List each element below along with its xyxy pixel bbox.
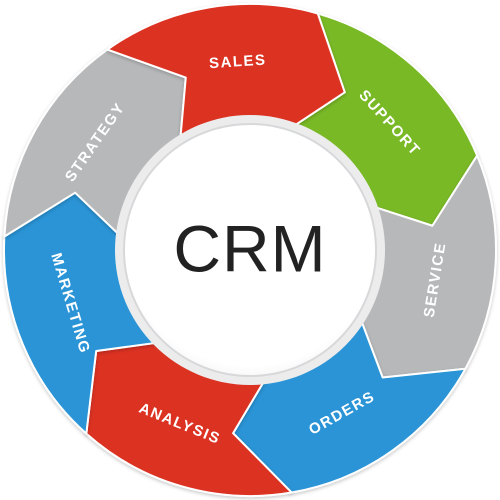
segment-label-sales: SALES xyxy=(209,52,267,73)
center-label: CRM xyxy=(173,211,326,285)
segment-layer xyxy=(3,3,497,497)
center-hub: CRM xyxy=(115,115,385,385)
center-circle xyxy=(123,123,377,377)
